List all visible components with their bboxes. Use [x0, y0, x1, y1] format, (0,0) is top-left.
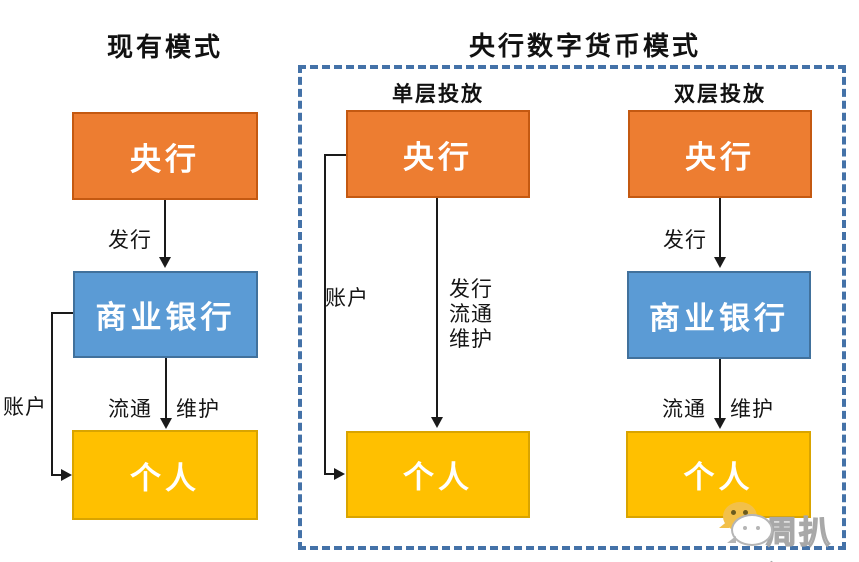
single-layer-central-bank-label: 央行	[403, 139, 473, 175]
double-layer-commercial-bank-node: 商业银行	[627, 271, 811, 359]
existing-issue-arrowhead-icon	[159, 257, 171, 268]
existing-central-bank-node: 央行	[72, 112, 258, 200]
existing-circulation-arrow-line	[165, 358, 167, 419]
single-layer-account-connector	[324, 154, 346, 475]
single-layer-individual-label: 个人	[403, 460, 473, 495]
existing-commercial-bank-label: 商业银行	[95, 300, 236, 335]
existing-issue-label: 发行	[108, 228, 152, 252]
existing-individual-node: 个人	[72, 430, 258, 520]
double-layer-circulation-label: 流通	[662, 397, 706, 421]
eye-dot	[731, 510, 736, 515]
double-layer-issue-label: 发行	[663, 228, 707, 252]
existing-maintenance-label: 维护	[176, 397, 220, 421]
dcep-model-container	[298, 65, 846, 550]
single-layer-individual-node: 个人	[346, 431, 530, 518]
double-layer-subtitle: 双层投放	[674, 82, 766, 106]
double-layer-circulation-arrowhead-icon	[714, 418, 726, 429]
existing-circulation-arrowhead-icon	[160, 418, 172, 429]
wechat-bubble-white-icon	[727, 514, 773, 546]
eye-dot	[743, 526, 747, 530]
single-layer-account-label: 账户	[325, 286, 369, 310]
dcep-model-title: 央行数字货币模式	[468, 32, 701, 61]
double-layer-commercial-bank-label: 商业银行	[649, 300, 789, 336]
existing-model-title: 现有模式	[106, 33, 223, 62]
existing-account-arrowhead-icon	[61, 469, 72, 481]
single-layer-issue-label: 发行	[449, 277, 493, 301]
watermark-text: 周扒记	[765, 514, 832, 562]
existing-central-bank-label: 央行	[130, 141, 200, 177]
bubble-tail	[719, 520, 729, 528]
eye-dot	[743, 510, 748, 515]
existing-circulation-label: 流通	[108, 397, 152, 421]
single-layer-circulation-label: 流通	[449, 302, 493, 326]
single-layer-subtitle: 单层投放	[392, 82, 484, 106]
single-layer-account-connector-bottom	[324, 473, 336, 475]
bubble-tail	[727, 536, 736, 543]
single-layer-maintenance-label: 维护	[449, 327, 493, 351]
double-layer-individual-node: 个人	[626, 431, 811, 518]
double-layer-individual-label: 个人	[683, 460, 754, 495]
single-layer-main-arrow-line	[436, 198, 438, 418]
double-layer-central-bank-node: 央行	[628, 110, 812, 198]
double-layer-circulation-arrow-line	[719, 359, 721, 419]
existing-issue-arrow-line	[164, 200, 166, 258]
existing-account-connector	[51, 312, 73, 476]
existing-individual-label: 个人	[130, 460, 200, 496]
eye-dot	[756, 526, 760, 530]
double-layer-central-bank-label: 央行	[685, 139, 755, 175]
existing-commercial-bank-node: 商业银行	[73, 271, 258, 358]
single-layer-edge-labels: 发行 流通 维护	[449, 277, 493, 352]
existing-account-connector-bottom	[51, 474, 64, 476]
double-layer-issue-arrowhead-icon	[714, 257, 726, 268]
single-layer-main-arrowhead-icon	[431, 417, 443, 428]
existing-account-label: 账户	[3, 395, 47, 419]
single-layer-account-arrowhead-icon	[334, 468, 345, 480]
double-layer-maintenance-label: 维护	[730, 397, 774, 421]
watermark-logo	[703, 497, 778, 552]
double-layer-issue-arrow-line	[719, 198, 721, 258]
single-layer-central-bank-node: 央行	[346, 110, 530, 198]
